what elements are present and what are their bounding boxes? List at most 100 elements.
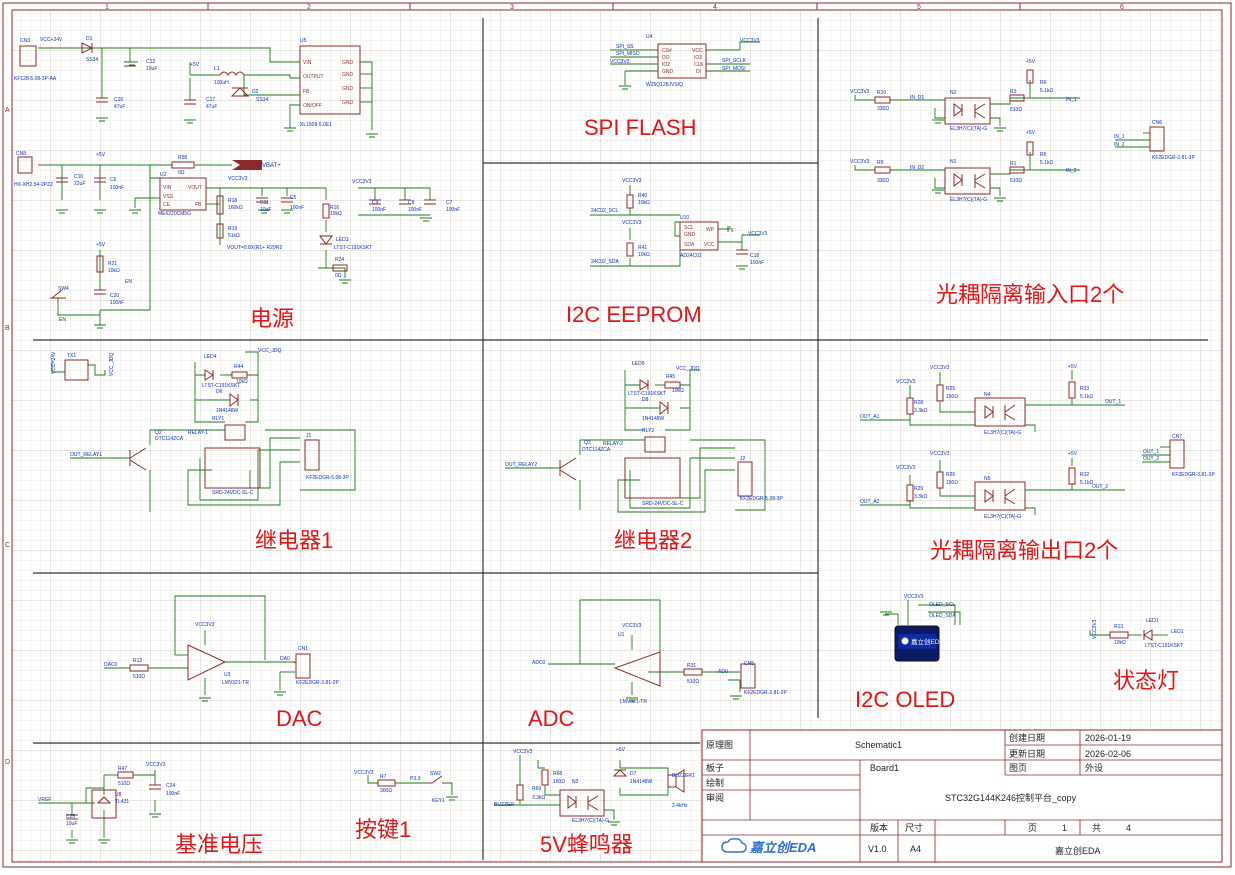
pin-label: GND [342, 100, 354, 106]
value-label: 330Ω [877, 106, 889, 112]
part-label: EL3H7(C)(TA)-G [572, 818, 609, 824]
part-label: LTST-C191KSKT [628, 391, 666, 397]
ref-label: C20 [110, 293, 119, 299]
net-label: +5V [1068, 364, 1078, 370]
ref-label: TX1 [67, 353, 76, 359]
buzzer-section: VCC3V3 R69 3.3kΩ R68 150Ω N3 +5V D7 1N41… [494, 747, 695, 857]
ref-label: L1 [214, 66, 220, 72]
value-label: 100uH [214, 80, 229, 86]
value-label: 3.3kΩ [532, 795, 545, 801]
value-label: 330Ω [877, 178, 889, 184]
ref-label: R45 [666, 374, 675, 380]
opto-output-section: VCC3V3 R28 3.3kΩ VCC3V3 R25 150Ω OUT_A1 … [860, 364, 1215, 563]
section-title-spi-flash: SPI FLASH [584, 115, 696, 140]
value-label: 10kΩ [672, 388, 684, 394]
pin-label: DI [696, 69, 701, 75]
ref-label: N2 [950, 90, 957, 96]
relay1-section: VCC+24V TX1 VCC_JDQ LED4 LTST-C191KSKT R… [51, 348, 356, 553]
ref-label: U5 [300, 38, 307, 44]
part-label: KF2EDGR-3.81-2P [296, 680, 339, 686]
title-label: 创建日期 [1009, 732, 1045, 743]
net-label: AD0 [718, 669, 728, 675]
ref-label: Q2 [155, 430, 162, 436]
net-label: VCC3V3 [610, 59, 630, 65]
spi-flash-section: U4 W25Q128JVSIQ SPI_SS SPI_MISO VCC3V3 V… [584, 34, 760, 140]
ref-label: R16 [330, 205, 339, 211]
opto-input-section: VCC3V3 R10 330Ω IN_D1 N2 EL3H7(C)(TA)-G … [850, 59, 1195, 307]
net-label: VCC3V3 [850, 159, 870, 165]
col-mark: 6 [1120, 4, 1124, 11]
relay2-section: LED5 LTST-C191KSKT VCC_JDQ R45 10kΩ D8 1… [505, 361, 783, 553]
value-label: 5.1kΩ [1080, 394, 1093, 400]
net-label: VCC3V3 [146, 762, 166, 768]
net-label: VCC3V3 [195, 622, 215, 628]
part-label: LMV321-TR [222, 680, 249, 686]
net-label: RELAY-1 [188, 430, 208, 436]
title-label: 板子 [706, 762, 724, 773]
value-label: 160kΩ [228, 205, 243, 211]
ref-label: C11 [260, 200, 269, 206]
net-label: VCC3V3 [904, 594, 924, 600]
ref-label: CN3 [20, 38, 30, 44]
net-label: OLED_SCL [929, 602, 955, 608]
section-title-power: 电源 [250, 306, 294, 331]
col-mark: 1 [105, 4, 109, 11]
ref-label: C25 [66, 814, 75, 820]
title-value: 嘉立创EDA [1055, 845, 1101, 856]
section-title-relay2: 继电器2 [614, 528, 692, 553]
power-section: CN3 KF128-5.08-3P-AA VCC+24V D1 SS34 C12… [14, 36, 460, 331]
net-label: ADC0 [532, 660, 546, 666]
row-mark: B [5, 325, 10, 332]
ref-label: R69 [532, 786, 541, 792]
section-title-vref: 基准电压 [175, 832, 263, 857]
value-label: 100nF [110, 185, 124, 191]
net-label: OUT_2 [1092, 484, 1108, 490]
ref-label: Q3 [584, 440, 591, 446]
part-label: EL3H7(C)(TA)-G [984, 514, 1021, 520]
pin-label: GND [684, 232, 696, 238]
ref-label: R24 [335, 257, 344, 263]
logo-icon [901, 637, 909, 645]
ref-label: RLY2 [642, 428, 654, 434]
net-label: 24C02_SDA [591, 259, 619, 265]
net-label: OUT_2 [1143, 456, 1159, 462]
value-label: 2.4kHz [672, 803, 688, 809]
ref-label: U4 [646, 34, 653, 40]
ref-label: R58 [178, 155, 187, 161]
title-label: 页 [1028, 823, 1037, 833]
ref-label: J2 [740, 456, 746, 462]
net-label: IN_2 [1114, 142, 1125, 148]
ref-label: R18 [228, 198, 237, 204]
status-led-section: VCC3V3 R13 10kΩ LED1 LTST-C191KSKT LED1 … [1089, 618, 1184, 693]
part-label: KF2EDGR-3.81-2P [744, 690, 787, 696]
ref-label: C7 [446, 200, 453, 206]
value-label: 10kΩ [330, 211, 342, 217]
ref-label: CN7 [1172, 434, 1182, 440]
value-label: 3.3kΩ [914, 408, 927, 414]
title-label: 绘制 [706, 777, 724, 788]
ref-label: R25 [946, 386, 955, 392]
ref-label: R29 [914, 486, 923, 492]
net-label: +5V [1026, 130, 1036, 136]
ref-label: R5 [1040, 152, 1047, 158]
net-label: IN_1 [1114, 134, 1125, 140]
net-label: VCC_JDQ [109, 353, 115, 376]
oled-brand: 嘉立创EDA [911, 637, 945, 646]
ref-label: R32 [1080, 472, 1089, 478]
ref-label: SW4 [58, 286, 69, 292]
ref-label: R21 [108, 261, 117, 267]
part-label: SRD-24VDC-SL-C [212, 490, 254, 496]
ref-label: D8 [642, 397, 649, 403]
part-label: KF2EDGR-5.08-3P [306, 475, 349, 481]
ref-label: C24 [166, 783, 175, 789]
section-title-i2c-eeprom: I2C EEPROM [566, 302, 702, 327]
title-block: 原理图 Schematic1 板子 Board1 绘制 审阅 创建日期 2026… [701, 729, 1223, 863]
ref-label: N3 [572, 779, 579, 785]
ref-label: R31 [687, 663, 696, 669]
logo: 嘉立创EDA [721, 838, 816, 855]
net-label: EN [59, 317, 66, 323]
column-markers: 1 2 3 4 5 6 A B C D [5, 3, 1124, 766]
net-label: VCC3V3 [228, 176, 248, 182]
value-label: 10uF [260, 207, 271, 213]
adc-section: VCC3V3 U1 ADC0 LMV321-TR R31 510Ω AD0 CN… [528, 599, 787, 731]
